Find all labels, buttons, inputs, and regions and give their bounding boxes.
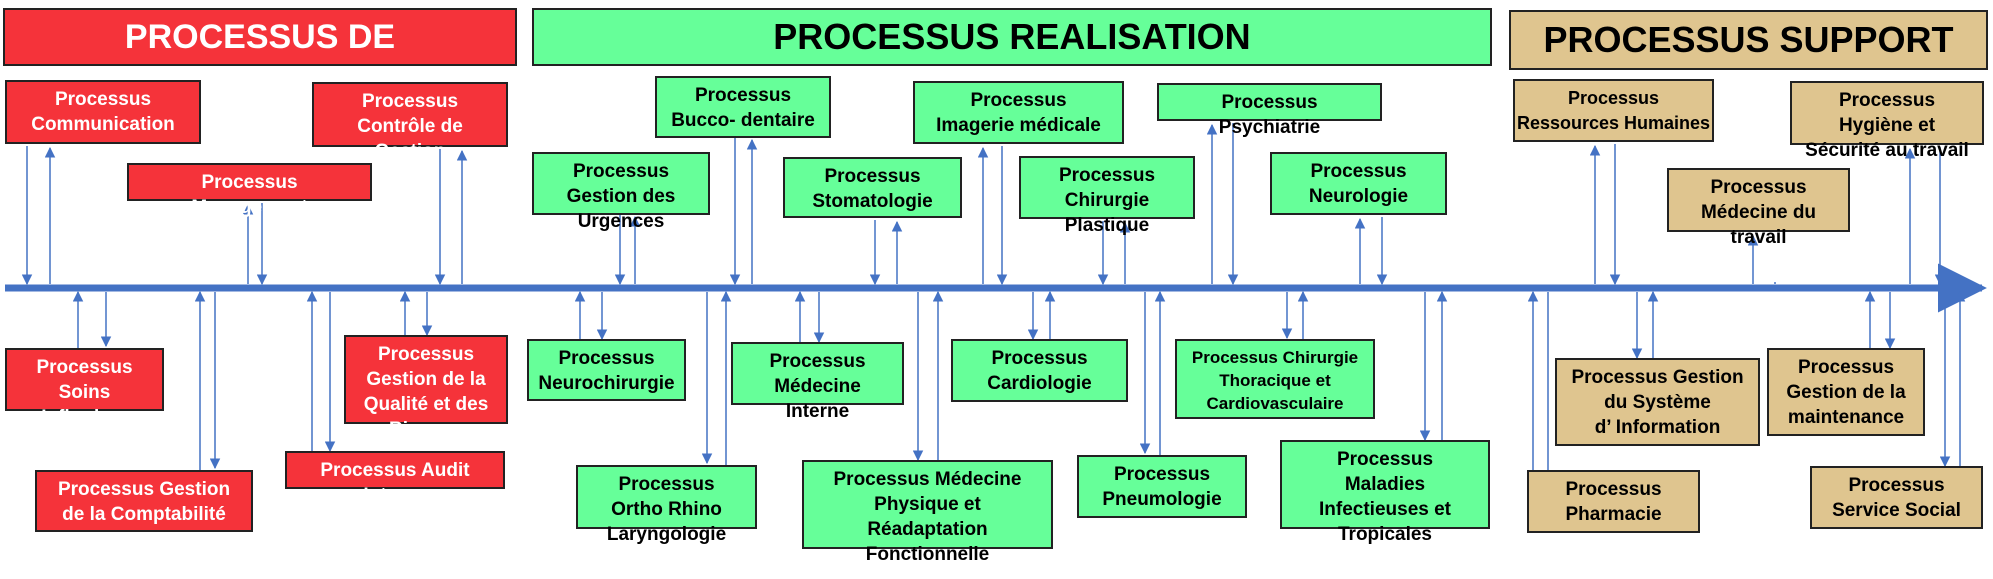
process-gestion-comptabilite: Processus Gestion de la Comptabilité [35, 470, 253, 532]
header-support: PROCESSUS SUPPORT [1509, 10, 1988, 70]
process-orl: Processus Ortho Rhino Laryngologie [576, 465, 757, 545]
process-gestion-maintenance: Processus Gestion de la maintenance [1767, 348, 1925, 436]
process-pneumologie: Processus Pneumologie [1077, 455, 1247, 518]
process-controle-gestion: Processus Contrôle de Gestion [312, 82, 508, 162]
process-hygiene-securite: Processus Hygiène et Sécurité au travail [1790, 81, 1984, 161]
process-medecine-physique: Processus Médecine Physique et Réadaptat… [802, 460, 1053, 565]
process-medecine-interne: Processus Médecine Interne [731, 342, 904, 422]
process-service-social: Processus Service Social [1810, 466, 1983, 529]
process-gestion-urgences: Processus Gestion des Urgences [532, 152, 710, 232]
process-chirurgie-plastique: Processus Chirurgie Plastique [1019, 156, 1195, 236]
process-gestion-systeme-information: Processus Gestion du Système d’ Informat… [1555, 358, 1760, 446]
process-soins-infirmiers: Processus Soins Infirmiers [5, 348, 164, 428]
process-management: Processus Management [127, 163, 372, 218]
process-bucco-dentaire: Processus Bucco- dentaire [655, 76, 831, 138]
header-pilotage: PROCESSUS DE [3, 8, 517, 66]
process-medecine-travail: Processus Médecine du travail [1667, 168, 1850, 248]
header-realisation: PROCESSUS REALISATION [532, 8, 1492, 66]
process-gestion-qualite: Processus Gestion de la Qualité et des R… [344, 335, 508, 440]
process-imagerie-medicale: Processus Imagerie médicale [913, 81, 1124, 144]
process-stomatologie: Processus Stomatologie [783, 157, 962, 218]
process-cardiologie: Processus Cardiologie [951, 339, 1128, 402]
process-neurologie: Processus Neurologie [1270, 152, 1447, 215]
process-maladies-infectieuses: Processus Maladies Infectieuses et Tropi… [1280, 440, 1490, 545]
process-chirurgie-thoracique: Processus Chirurgie Thoracique et Cardio… [1175, 339, 1375, 419]
process-audit-interne: Processus Audit Interne [285, 451, 505, 506]
process-pharmacie: Processus Pharmacie [1527, 470, 1700, 533]
process-communication: Processus Communication [5, 80, 201, 144]
process-ressources-humaines: Processus Ressources Humaines [1513, 79, 1714, 142]
process-psychiatrie: Processus Psychiatrie [1157, 83, 1382, 138]
process-neurochirurgie: Processus Neurochirurgie [527, 339, 686, 401]
